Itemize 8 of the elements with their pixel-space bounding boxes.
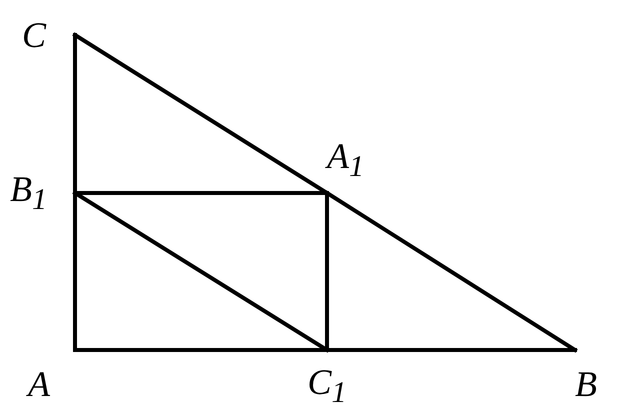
vertex-label: B: [575, 350, 609, 402]
line-segment: [73, 191, 329, 352]
vertex-label: B$_{1}$: [10, 172, 75, 214]
line-segment: [325, 191, 577, 352]
vertex-label: A: [28, 350, 75, 402]
vertex-label: C$_{1}$: [297, 350, 357, 408]
vertex-label: C: [22, 17, 75, 53]
vertex-label: A$_{1}$: [327, 138, 379, 193]
